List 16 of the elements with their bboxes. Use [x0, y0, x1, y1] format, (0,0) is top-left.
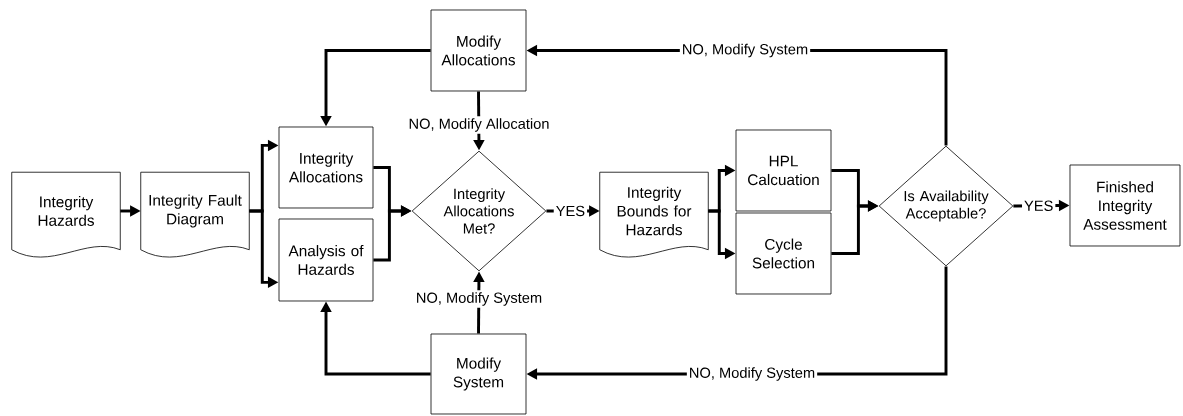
edge-label: YES [1022, 198, 1056, 213]
edge-label: NO, Modify System [679, 41, 811, 60]
process-box: Finished Integrity Assessment [1069, 164, 1181, 247]
document-shape: Integrity Fault Diagram [140, 171, 250, 258]
edge-label: YES [553, 203, 588, 219]
document-shape: Integrity Bounds for Hazards [599, 171, 709, 258]
process-box: HPL Calcuation [735, 129, 832, 212]
edge-label: NO, Modify System [686, 365, 818, 383]
process-box: Modify System [430, 333, 527, 415]
process-box: Cycle Selection [735, 212, 832, 295]
document-shape: Integrity Hazards [11, 171, 121, 258]
process-box: Integrity Allocations [278, 126, 374, 209]
process-box: Modify Allocations [430, 9, 527, 92]
edge-label: NO, Modify System [413, 290, 545, 308]
edge-label: NO, Modify Allocation [406, 116, 552, 134]
process-box: Analysis of Hazards [278, 218, 374, 302]
